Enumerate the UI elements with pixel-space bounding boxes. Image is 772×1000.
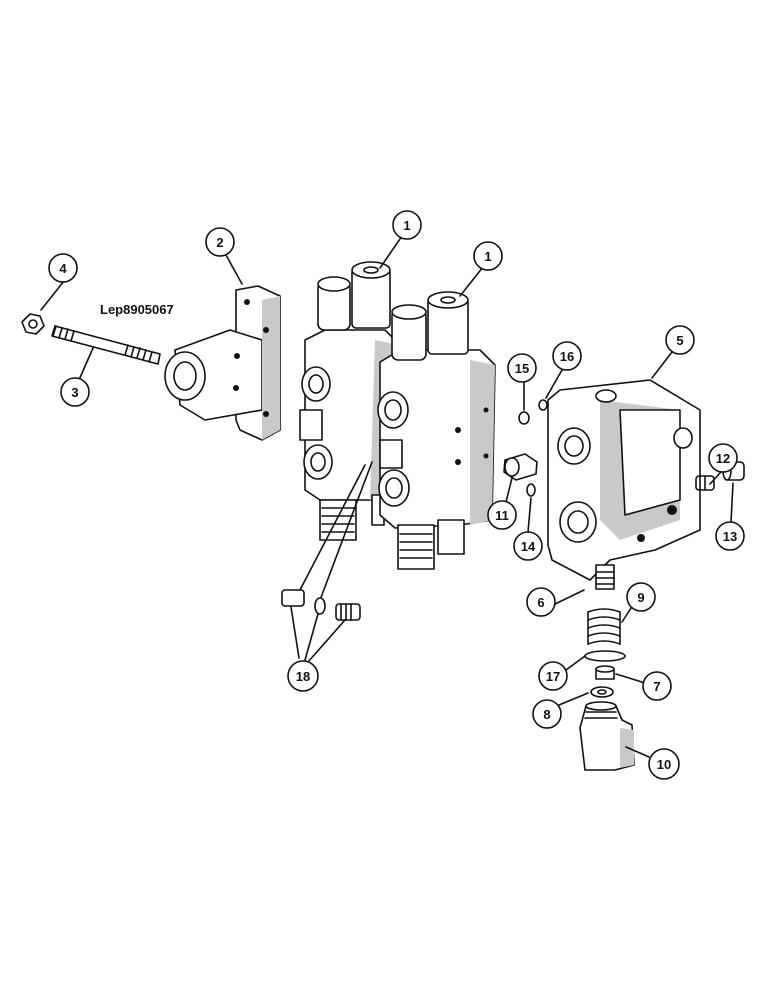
svg-text:14: 14 (521, 539, 536, 554)
svg-text:16: 16 (560, 349, 574, 364)
part-relief-valve-stem (595, 564, 615, 590)
part-tie-rod (51, 325, 161, 365)
part-plug-oring-adaptor-set (281, 589, 361, 621)
part-valve-section-front (377, 291, 496, 570)
callout-18: 18 (287, 660, 319, 692)
part-spring (587, 608, 621, 645)
callout-13: 13 (715, 521, 745, 551)
part-o-ring-15 (518, 411, 530, 425)
part-outlet-end-cover (547, 379, 701, 581)
svg-text:18: 18 (296, 669, 310, 684)
callout-14: 14 (513, 531, 543, 561)
part-poppet (590, 686, 614, 698)
svg-text:2: 2 (216, 235, 223, 250)
callout-10: 10 (648, 748, 680, 780)
part-plug-12 (695, 475, 715, 491)
callout-17: 17 (538, 661, 568, 691)
svg-text:5: 5 (676, 333, 683, 348)
callout-2: 2 (205, 227, 235, 257)
part-inlet-end-cover (164, 285, 281, 441)
part-plug-11 (503, 453, 538, 481)
callout-16: 16 (552, 341, 582, 371)
svg-text:1: 1 (484, 249, 491, 264)
part-o-ring-14 (526, 483, 536, 497)
drawing-code: Lep8905067 (100, 302, 174, 317)
svg-text:6: 6 (537, 595, 544, 610)
part-cap-cartridge (579, 701, 635, 771)
callout-1-front: 1 (473, 241, 503, 271)
callout-5: 5 (665, 325, 695, 355)
callout-leaders (40, 235, 734, 758)
callout-8: 8 (532, 699, 562, 729)
svg-text:10: 10 (657, 757, 671, 772)
callout-12: 12 (708, 443, 738, 473)
svg-text:17: 17 (546, 669, 560, 684)
svg-text:4: 4 (59, 261, 67, 276)
leader-to-18 (299, 461, 373, 601)
callout-1-rear: 1 (392, 210, 422, 240)
callout-4: 4 (48, 253, 78, 283)
callout-9: 9 (626, 582, 656, 612)
callout-7: 7 (642, 671, 672, 701)
svg-text:8: 8 (543, 707, 550, 722)
svg-text:12: 12 (716, 451, 730, 466)
part-o-ring-17 (584, 650, 626, 662)
callout-6: 6 (526, 587, 556, 617)
svg-text:11: 11 (495, 508, 509, 523)
callout-3: 3 (60, 377, 90, 407)
callout-15: 15 (507, 353, 537, 383)
svg-text:13: 13 (723, 529, 737, 544)
part-hex-nut (21, 313, 45, 335)
svg-text:1: 1 (403, 218, 410, 233)
callout-11: 11 (487, 500, 517, 530)
svg-text:15: 15 (515, 361, 529, 376)
svg-text:9: 9 (637, 590, 644, 605)
svg-text:3: 3 (71, 385, 78, 400)
part-valve-seat (595, 665, 615, 680)
svg-text:7: 7 (653, 679, 660, 694)
part-o-ring-16 (538, 399, 548, 411)
